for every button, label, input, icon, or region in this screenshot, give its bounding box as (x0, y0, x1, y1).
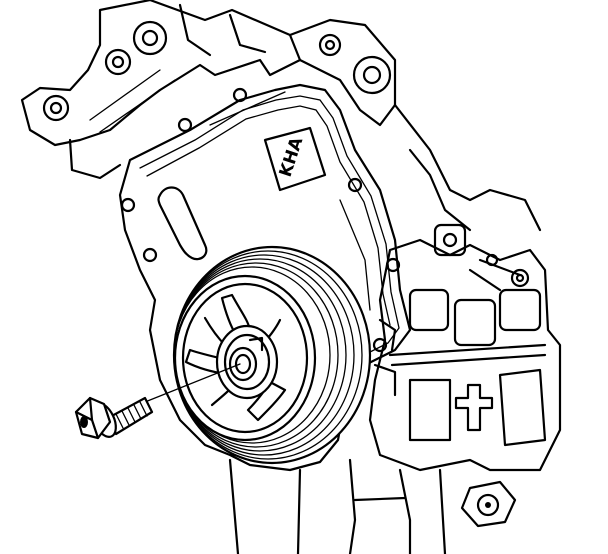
front-cover: KHA (118, 83, 412, 472)
cover-label-plate (263, 126, 327, 192)
engine-block-upper-left (20, 0, 302, 180)
engine-block-upper-right (288, 18, 542, 232)
bolt-alignment-line (144, 363, 241, 403)
engine-block-right (368, 223, 562, 472)
crankshaft-balancer (172, 245, 372, 465)
engine-block-lower (228, 458, 517, 554)
balancer-bolt (74, 396, 154, 440)
